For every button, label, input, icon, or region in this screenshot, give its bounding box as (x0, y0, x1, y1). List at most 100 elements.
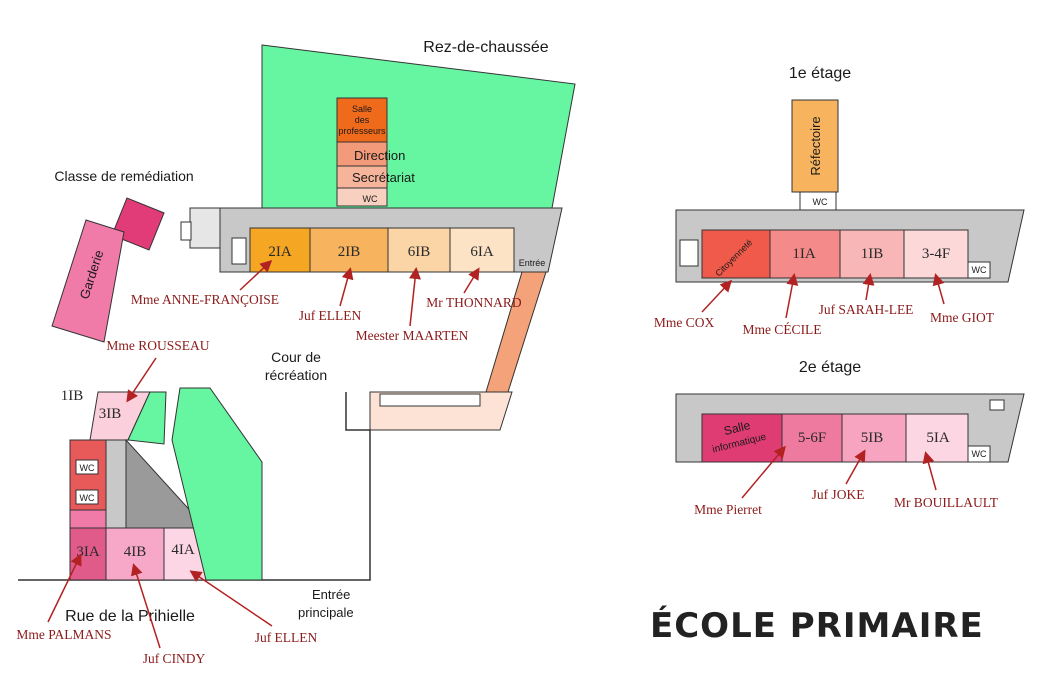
entree-principale-1: Entrée (312, 587, 350, 602)
room-56F-label: 5-6F (798, 430, 826, 446)
teacher-palmans: Mme PALMANS (16, 627, 111, 642)
ground-floor-title: Rez-de-chaussée (423, 39, 549, 56)
ground-teachers: Mme ANNE-FRANÇOISE Juf ELLEN Meester MAA… (16, 259, 522, 666)
cour-label-1: Cour de (271, 349, 321, 365)
garderie (51, 219, 125, 343)
salle-info-label-1: Salle (722, 418, 752, 438)
teacher-bouillault: Mr BOUILLAULT (894, 495, 999, 510)
room-2IB-label: 2IB (338, 244, 361, 260)
room-2IB (309, 227, 389, 273)
wc-label-left-2: WC (80, 493, 95, 503)
arrow-rousseau (126, 357, 157, 403)
room-5IA-label: 5IA (926, 430, 949, 446)
teacher-cindy: Juf CINDY (143, 651, 206, 666)
arrow-cecile (785, 273, 799, 319)
salle-professeurs (336, 97, 388, 143)
room-5IB (841, 413, 907, 463)
wc-second (967, 445, 991, 463)
room-1IA-first (769, 229, 841, 279)
second-floor-title: 2e étage (799, 359, 861, 376)
stairs-mark (180, 221, 192, 241)
arrow-giot (932, 273, 945, 305)
teacher-giot: Mme GIOT (930, 310, 995, 325)
room-2IA-label: 2IA (268, 244, 291, 260)
arrow-maarten (409, 267, 422, 327)
arrow-pierret (741, 445, 786, 499)
teacher-thonnard: Mr THONNARD (426, 295, 522, 310)
arrow-bouillault (922, 451, 937, 491)
arrow-palmans (47, 553, 82, 623)
room-1IB-first-label: 1IB (861, 246, 884, 262)
wc-label-top: WC (363, 194, 378, 204)
arrow-cindy (131, 563, 161, 649)
teacher-cecile: Mme CÉCILE (742, 322, 821, 337)
arrow-ellen2 (189, 570, 273, 627)
wc-box-1 (75, 459, 99, 475)
room-6IA (449, 227, 515, 273)
salle-prof-label-1: Salle (352, 104, 372, 114)
green-strip-1 (127, 391, 167, 445)
wc-first-2 (967, 261, 991, 279)
classe-remediation (111, 197, 165, 251)
room-56F (781, 413, 843, 463)
teacher-sarah: Juf SARAH-LEE (819, 302, 914, 317)
wc-second-label: WC (972, 449, 987, 459)
first-floor: 1e étage Réfectoire WC Citoyenneté 1IA 1… (654, 65, 1025, 337)
salle-prof-label-3: professeurs (338, 126, 386, 136)
second-stairs (989, 399, 1005, 411)
room-1IB-label: 1IB (61, 388, 84, 404)
room-6IB-label: 6IB (408, 244, 431, 260)
entree-label: Entrée (519, 258, 546, 268)
room-5IB-label: 5IB (861, 430, 884, 446)
second-floor: 2e étage Salle informatique 5-6F 5IB 5IA… (675, 359, 1025, 517)
wc-first-2-label: WC (972, 265, 987, 275)
arrow-sarah (862, 273, 875, 301)
room-4IA-label: 4IA (171, 542, 194, 558)
first-stairs (679, 239, 699, 267)
room-34F-label: 3-4F (922, 246, 950, 262)
teacher-ellen1: Juf ELLEN (299, 308, 362, 323)
teacher-anne: Mme ANNE-FRANÇOISE (131, 292, 279, 307)
direction-room (336, 141, 388, 167)
salle-prof-label-2: des (355, 115, 370, 125)
wc-first-label: WC (813, 197, 828, 207)
secretariat-label: Secrétariat (352, 170, 415, 185)
room-34F (903, 229, 969, 279)
green-area-top (261, 44, 576, 209)
green-strip-2 (171, 387, 263, 581)
arrow-cox (701, 279, 733, 313)
refectoire-label: Réfectoire (808, 116, 823, 175)
room-3IB-label: 3IB (99, 406, 122, 422)
arrow-thonnard (463, 267, 480, 294)
teacher-maarten: Meester MAARTEN (356, 328, 469, 343)
arrow-joke (845, 449, 866, 485)
refectoire (791, 99, 839, 193)
remediation-label: Classe de remédiation (54, 168, 193, 184)
teacher-joke: Juf JOKE (812, 487, 865, 502)
room-1IA-first-label: 1IA (792, 246, 815, 262)
lower-stairs (379, 393, 481, 407)
direction-label: Direction (354, 148, 405, 163)
wc-label-left-1: WC (80, 463, 95, 473)
page-title: ÉCOLE PRIMAIRE (650, 606, 984, 646)
teacher-cox: Mme COX (654, 315, 715, 330)
room-5IA (905, 413, 969, 463)
wc-box-2 (75, 489, 99, 505)
entree-principale-2: principale (298, 605, 354, 620)
ground-floor: Salle des professeurs Direction Secrétar… (18, 39, 576, 625)
wc-room (336, 187, 388, 207)
teacher-rousseau: Mme ROUSSEAU (106, 338, 209, 353)
room-4IB-label: 4IB (124, 544, 147, 560)
stairs-left (189, 207, 221, 249)
cour-label-2: récréation (265, 367, 327, 383)
arrow-ellen1 (339, 267, 354, 307)
rue-label: Rue de la Prihielle (65, 608, 195, 625)
teacher-ellen2: Juf ELLEN (255, 630, 318, 645)
arrow-anne (239, 259, 273, 291)
room-1IB-first (839, 229, 905, 279)
room-3IA-label: 3IA (76, 544, 99, 560)
orange-passage (485, 271, 547, 393)
stairs-mark-2 (231, 237, 247, 265)
room-6IA-label: 6IA (470, 244, 493, 260)
